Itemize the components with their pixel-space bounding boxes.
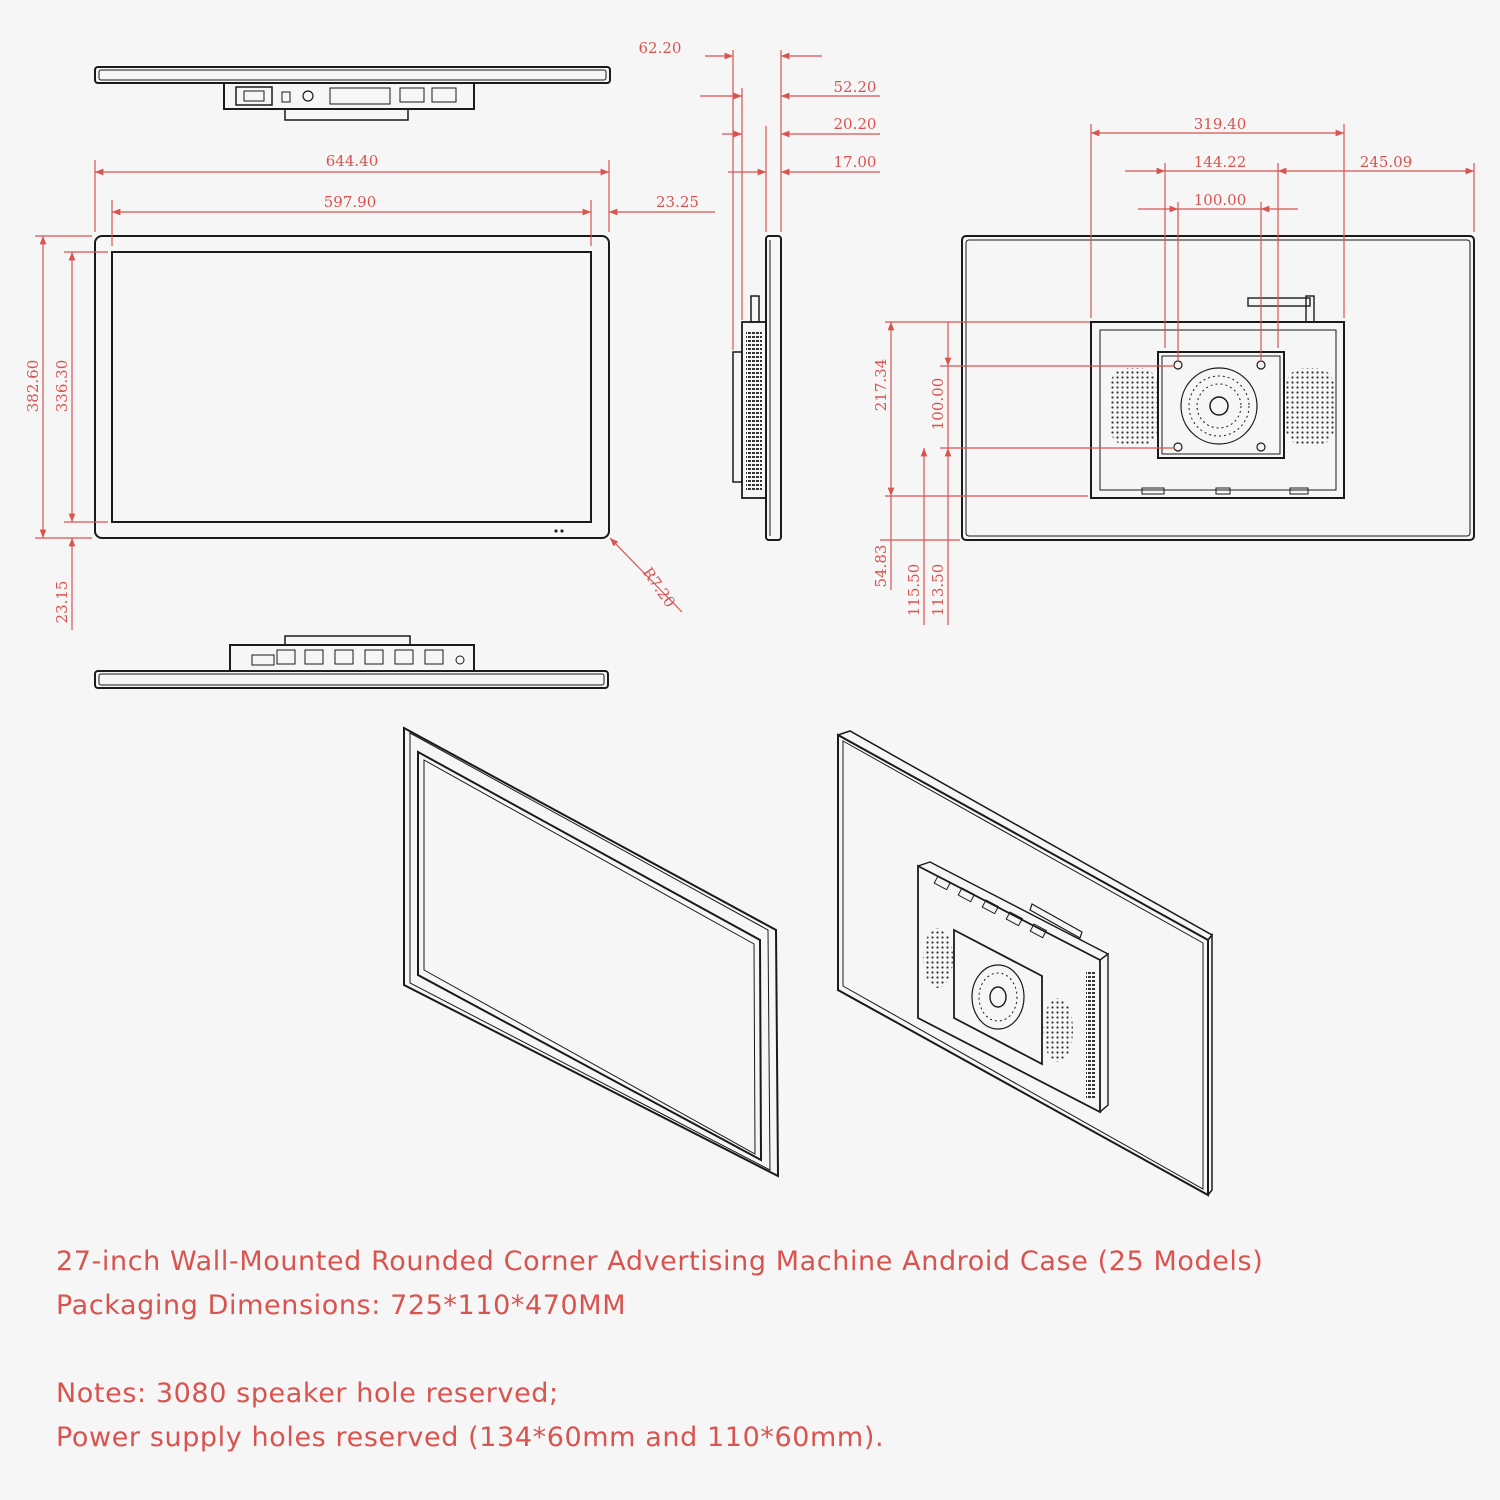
front-dimensions: 644.40 597.90 23.25 382.60 336.30 23.15 … xyxy=(24,152,715,630)
dim-23-15: 23.15 xyxy=(53,581,71,624)
dim-r7-20: R7.20 xyxy=(639,564,679,611)
dim-597-90: 597.90 xyxy=(324,193,377,211)
dim-382-60: 382.60 xyxy=(24,360,42,413)
isometric-front-view xyxy=(403,726,780,1178)
front-view xyxy=(94,235,610,539)
dim-217-34: 217.34 xyxy=(872,359,890,412)
notes-power: Power supply holes reserved (134*60mm an… xyxy=(56,1422,885,1453)
dim-23-25: 23.25 xyxy=(656,193,699,211)
dim-319-40: 319.40 xyxy=(1194,115,1247,133)
top-view xyxy=(94,66,611,121)
side-dimensions: 62.20 52.20 20.20 17.00 xyxy=(639,39,880,350)
dim-100-00-h: 100.00 xyxy=(1194,191,1247,209)
dim-62-20: 62.20 xyxy=(639,39,682,57)
dim-144-22: 144.22 xyxy=(1194,153,1247,171)
product-title: 27-inch Wall-Mounted Rounded Corner Adve… xyxy=(56,1246,1264,1277)
notes-speaker: Notes: 3080 speaker hole reserved; xyxy=(56,1378,559,1409)
dim-54-83: 54.83 xyxy=(872,545,890,588)
packaging-dimensions: Packaging Dimensions: 725*110*470MM xyxy=(56,1290,627,1321)
caption-block: 27-inch Wall-Mounted Rounded Corner Adve… xyxy=(56,1240,1456,1460)
dim-115-50: 115.50 xyxy=(905,564,923,617)
dim-336-30: 336.30 xyxy=(53,360,71,413)
dim-100-00-v: 100.00 xyxy=(929,378,947,431)
dim-17-00: 17.00 xyxy=(834,153,877,171)
side-view xyxy=(732,235,782,541)
dim-644-40: 644.40 xyxy=(326,152,379,170)
isometric-back-view xyxy=(837,730,1214,1197)
bottom-view xyxy=(94,635,609,689)
dim-52-20: 52.20 xyxy=(834,78,877,96)
dim-245-09: 245.09 xyxy=(1360,153,1413,171)
back-dimensions: 319.40 144.22 245.09 100.00 217.34 100.0… xyxy=(872,115,1475,625)
dim-20-20: 20.20 xyxy=(834,115,877,133)
back-view xyxy=(961,235,1475,541)
dim-113-50: 113.50 xyxy=(929,564,947,617)
